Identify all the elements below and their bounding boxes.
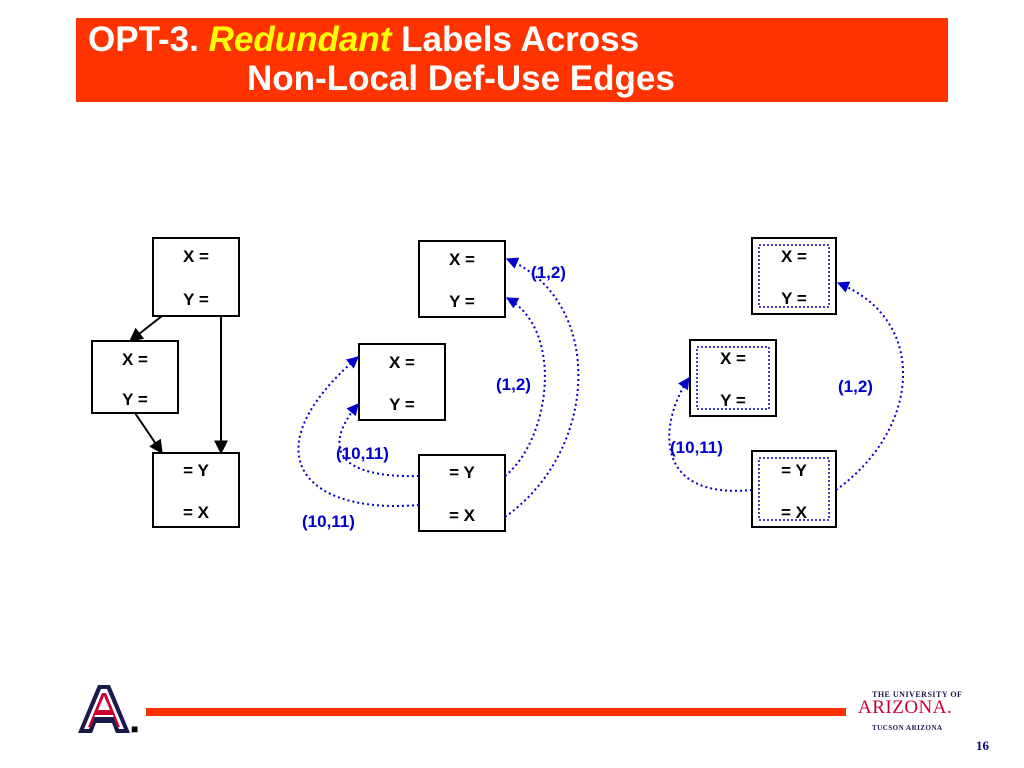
d1-edge-top-left — [128, 315, 163, 342]
title-bar — [76, 18, 948, 102]
logo-registered-mark: ■ — [131, 722, 139, 736]
d3-node-bottom-dotted-frame — [758, 457, 830, 521]
d1-node-top-line-1: X = — [183, 247, 209, 266]
diagram-3: X = Y = X = Y = = Y = X (1,2) (10,11) — [668, 237, 904, 528]
d3-edge-label-1: (1,2) — [838, 377, 873, 396]
d3-edge-label-2: (10,11) — [670, 438, 723, 457]
d2-node-bottom-line-1: = Y — [449, 463, 475, 482]
d3-node-left — [689, 339, 777, 417]
d3-edge-bottom-to-top — [835, 281, 904, 491]
d2-node-left — [358, 343, 446, 421]
d3-node-left-line-1: X = — [720, 349, 746, 368]
d2-node-left-line-1: X = — [389, 353, 415, 372]
d2-edge-label-4: (10,11) — [302, 512, 355, 531]
d1-node-left-line-1: X = — [122, 350, 148, 369]
d1-node-top — [152, 237, 240, 317]
d2-edge-label-3: (10,11) — [336, 444, 389, 463]
university-small-label: THE UNIVERSITY OF — [872, 690, 963, 699]
d3-edge-bottom-to-left — [668, 377, 753, 492]
d2-edge-label-2: (1,2) — [496, 375, 531, 394]
university-location: TUCSON ARIZONA — [872, 724, 943, 732]
d2-edge-label-1: (1,2) — [531, 263, 566, 282]
d1-node-left-line-2: Y = — [122, 390, 148, 409]
d1-edge-left-bottom — [134, 412, 163, 455]
d1-node-top-line-2: Y = — [183, 290, 209, 309]
title-emphasis: Redundant — [208, 20, 392, 59]
d2-node-top — [418, 240, 506, 318]
d1-node-bottom-line-1: = Y — [183, 461, 209, 480]
d2-node-bottom — [418, 454, 506, 532]
d3-node-top-line-2: Y = — [781, 289, 807, 308]
d3-node-left-line-2: Y = — [720, 391, 746, 410]
d3-node-top-dotted-frame — [758, 244, 830, 308]
d3-node-bottom-line-1: = Y — [781, 461, 807, 480]
d3-node-top-line-1: X = — [781, 247, 807, 266]
d2-node-left-line-2: Y = — [389, 395, 415, 414]
d2-node-bottom-line-2: = X — [449, 506, 476, 525]
slide-title-line-1: OPT-3. Redundant Labels Across — [88, 20, 639, 60]
university-name: ARIZONA. — [858, 697, 953, 718]
footer-bar — [146, 708, 846, 716]
d2-edge-y-use-to-left — [338, 403, 420, 478]
d1-node-bottom — [152, 452, 240, 528]
d3-node-left-dotted-frame — [696, 346, 770, 410]
diagram-1: X = Y = X = Y = = Y = X — [91, 237, 240, 528]
d1-node-bottom-line-2: = X — [183, 503, 210, 522]
page-number: 16 — [976, 738, 989, 753]
title-rest: Labels Across — [401, 20, 640, 59]
d2-node-top-line-2: Y = — [449, 292, 475, 311]
slide-title-line-2: Non-Local Def-Use Edges — [247, 59, 675, 98]
d2-edge-x-use-to-left — [297, 356, 420, 507]
d2-edge-y-use-to-top — [504, 297, 546, 477]
title-prefix: OPT-3. — [88, 20, 199, 59]
diagram-2: X = Y = X = Y = = Y = X (1,2) (1,2) (10,… — [297, 240, 580, 532]
d3-node-top — [751, 237, 837, 315]
d2-node-top-line-1: X = — [449, 250, 475, 269]
d2-edge-x-use-to-top — [504, 257, 580, 518]
university-block-a-logo — [78, 685, 130, 733]
d3-node-bottom-line-2: = X — [781, 503, 808, 522]
